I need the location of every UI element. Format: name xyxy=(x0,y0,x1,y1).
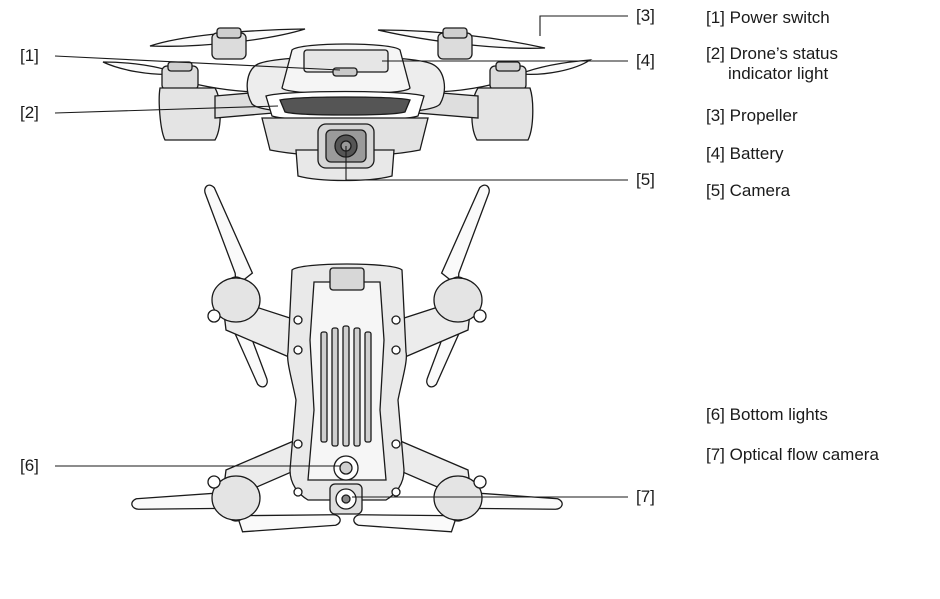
legend-item-camera: [5] Camera xyxy=(706,181,791,200)
callout-5: [5] xyxy=(636,170,655,189)
legend-item-status-light-line1: [2] Drone’s status xyxy=(706,44,838,63)
legend-item-status-light: [2] Drone’s status indicator light xyxy=(706,44,906,84)
propeller-rear-left xyxy=(149,27,306,60)
callout-7: [7] xyxy=(636,487,655,506)
legend-item-power-switch: [1] Power switch xyxy=(706,8,830,27)
bottom-view-leaders xyxy=(55,465,628,498)
front-view-leaders xyxy=(54,15,628,181)
legend-item-optical-flow-camera: [7] Optical flow camera xyxy=(706,445,879,464)
legend-item-bottom-lights: [6] Bottom lights xyxy=(706,405,828,424)
legend-item-status-light-line2: indicator light xyxy=(728,64,829,83)
callout-3: [3] xyxy=(636,6,655,25)
propeller-rear-right xyxy=(377,27,546,60)
drone-bottom-view xyxy=(129,182,565,599)
callout-2: [2] xyxy=(20,103,39,122)
legend-item-propeller: [3] Propeller xyxy=(706,106,798,125)
callout-6: [6] xyxy=(20,456,39,475)
callout-1: [1] xyxy=(20,46,39,65)
drone-front-view xyxy=(102,27,593,182)
legend-item-battery: [4] Battery xyxy=(706,144,784,163)
propeller-front-right xyxy=(429,59,593,98)
callout-4: [4] xyxy=(636,51,655,70)
propeller-front-left xyxy=(102,61,263,98)
